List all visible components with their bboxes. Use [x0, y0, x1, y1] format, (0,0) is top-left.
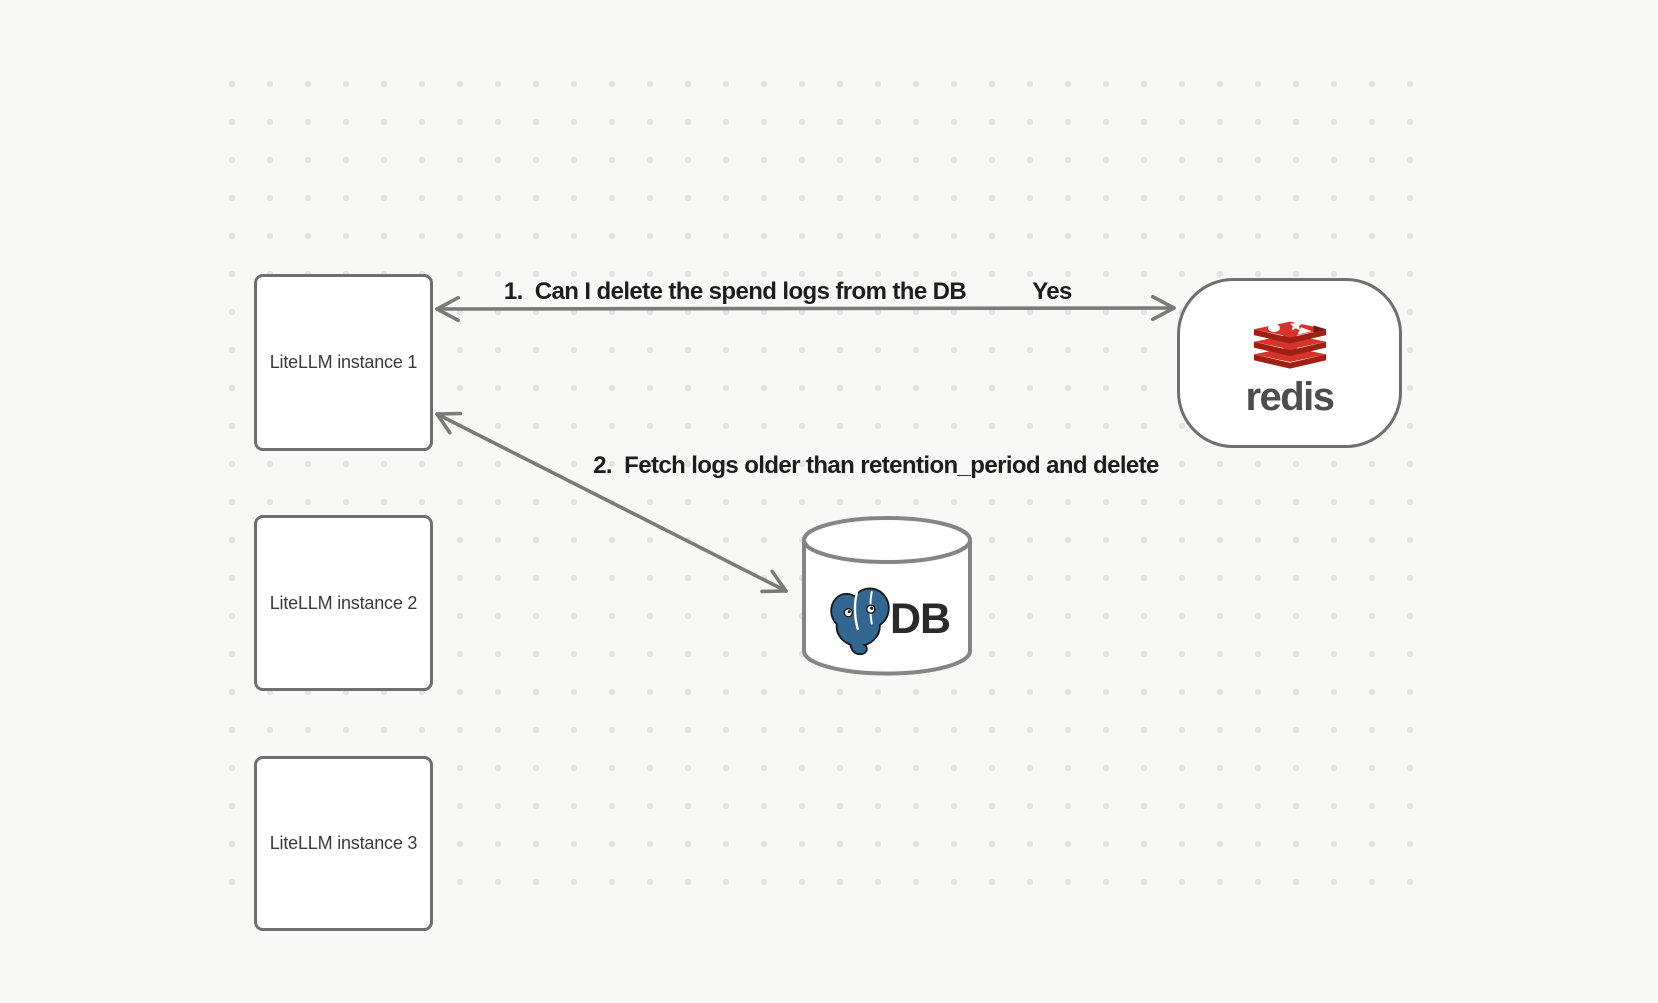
arrow-1-label: 1. Can I delete the spend logs from the … [503, 278, 967, 305]
node-litellm-instance-2-label: LiteLLM instance 2 [269, 592, 418, 613]
redis-logo-icon [1253, 318, 1326, 369]
node-database[interactable]: DB [801, 515, 973, 676]
database-label: DB [889, 594, 951, 643]
node-litellm-instance-3-label: LiteLLM instance 3 [269, 833, 418, 853]
redis-wordmark: redis [1245, 374, 1335, 419]
node-litellm-instance-3[interactable]: LiteLLM instance 3 [254, 756, 433, 931]
arrow-2[interactable] [435, 411, 788, 594]
database-content: DB [801, 577, 973, 661]
postgresql-elephant-icon [830, 587, 890, 656]
node-litellm-instance-1-label: LiteLLM instance 1 [269, 352, 418, 372]
arrow-1[interactable] [435, 294, 1176, 323]
node-redis[interactable]: redis [1177, 278, 1402, 448]
arrow-2-label: 2. Fetch logs older than retention_perio… [593, 452, 1159, 479]
node-litellm-instance-1[interactable]: LiteLLM instance 1 [254, 274, 433, 451]
node-litellm-instance-2[interactable]: LiteLLM instance 2 [254, 515, 433, 691]
arrow-1-response-label: Yes [1032, 278, 1072, 305]
